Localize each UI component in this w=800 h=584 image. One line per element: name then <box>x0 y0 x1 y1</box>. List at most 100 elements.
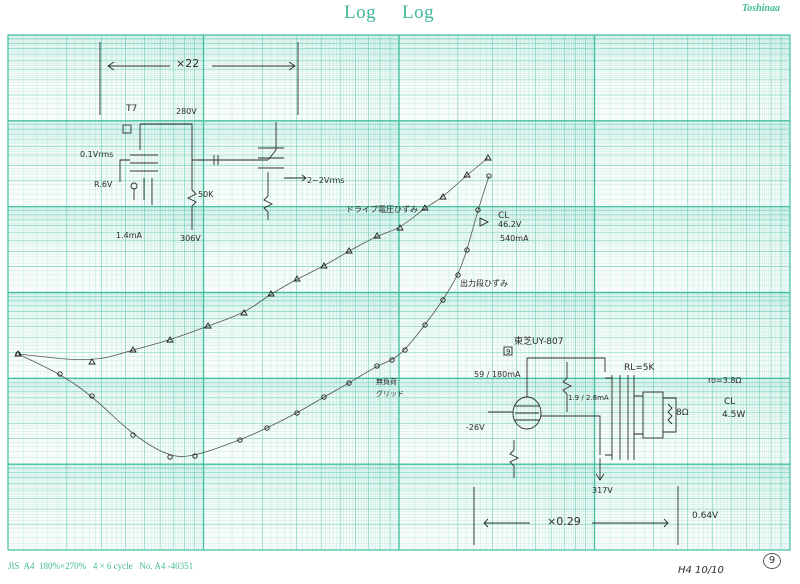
circle-marker <box>15 351 21 357</box>
paper-spec-footer: JIS A4 180%×270% 4 × 6 cycle No. A4 -403… <box>8 561 194 571</box>
triangle-marker <box>204 322 212 329</box>
gain-bottom-label: ×0.29 <box>547 515 581 528</box>
circle-marker <box>192 453 198 459</box>
circle-marker <box>440 297 446 303</box>
triangle-marker <box>421 204 429 211</box>
circle-marker <box>486 173 492 179</box>
plate-resistor-label: 50K <box>198 190 214 199</box>
b-plus-wiring <box>139 123 193 150</box>
grid-border <box>7 34 791 551</box>
triangle-marker <box>129 346 137 353</box>
output-tube-label: 東芝UY-807 <box>514 337 564 347</box>
cl-voltage-label: 46.2V <box>498 220 522 229</box>
plate-load-resistor <box>186 160 197 230</box>
circle-marker <box>422 322 428 328</box>
header-title-log-right: Log <box>402 2 435 23</box>
tube-box-icon <box>503 346 513 356</box>
speaker-load-label: 8Ω <box>676 408 689 418</box>
plate-values-label: 1.9 / 2.8mA <box>568 394 609 402</box>
transformer-primary-leads <box>605 377 612 456</box>
supply-voltage-label: 317V <box>592 486 613 495</box>
coupling-capacitor <box>213 155 219 165</box>
screen-values-label: 59 / 180mA <box>474 370 521 379</box>
triangle-marker <box>267 290 275 297</box>
cl-top-label: CL <box>498 211 510 221</box>
drive-distortion-curve <box>17 157 489 360</box>
circle-marker <box>264 425 270 431</box>
b-plus-top-label: 280V <box>176 107 197 116</box>
cathode-legs <box>143 178 153 205</box>
circle-marker <box>89 393 95 399</box>
second-tube-cathode-resistor <box>263 172 274 220</box>
circle-marker <box>294 410 300 416</box>
header-title-log-left: Log <box>344 2 377 23</box>
circle-marker <box>389 357 395 363</box>
gain-top-label: ×22 <box>176 57 200 70</box>
circle-marker <box>167 454 173 460</box>
speaker-box <box>642 391 664 439</box>
schematic-drawing <box>99 42 679 545</box>
tube-box-number: 9 <box>506 348 511 356</box>
circle-marker <box>475 207 481 213</box>
speaker-lead <box>663 397 677 433</box>
signature: H4 10/10 <box>678 565 724 576</box>
cl-current-label: 540mA <box>500 234 529 243</box>
circle-marker <box>455 272 461 278</box>
circle-marker <box>321 394 327 400</box>
triangle-marker <box>320 262 328 269</box>
bottom-voltage-label: 0.64V <box>692 511 719 521</box>
ro-value-label: ro=3.8Ω <box>708 376 742 385</box>
screen-resistor <box>562 362 573 412</box>
circle-marker <box>374 363 380 369</box>
output-transformer-core <box>611 375 635 460</box>
gain-arrowhead-left <box>107 61 115 71</box>
cathode-current-label: 1.4mA <box>116 231 142 240</box>
triangle-marker <box>240 309 248 316</box>
circle-marker <box>237 437 243 443</box>
triangle-marker <box>396 224 404 231</box>
cathode-output-lead <box>541 415 601 455</box>
input-tube-elements <box>130 154 158 172</box>
plate-voltage-label: 306V <box>180 234 201 243</box>
grid-bias-label: R.6V <box>94 180 113 189</box>
circle-marker <box>402 347 408 353</box>
gain-arrow-right <box>212 61 296 71</box>
triangle-marker <box>345 247 353 254</box>
cl-marker-icon <box>479 217 490 227</box>
distortion-curves <box>17 157 490 457</box>
output-arrow <box>284 174 307 182</box>
input-level-label: 0.1Vrms <box>80 150 114 159</box>
bias-label: -26V <box>466 423 485 432</box>
tube-t7-label: T7 <box>126 104 138 114</box>
log-grid <box>7 34 791 551</box>
triangle-marker <box>484 154 492 161</box>
transformer-ratio-label: RL=5K <box>624 363 655 373</box>
second-tube-plate <box>267 122 277 161</box>
bottom-arrow-left <box>483 518 530 528</box>
input-grid-lead <box>119 159 130 182</box>
plate-supply-wiring <box>527 357 606 372</box>
output-tube-grids <box>515 405 539 421</box>
triangle-marker <box>166 336 174 343</box>
triangle-marker <box>88 358 96 365</box>
brand-logo: Toshinaa <box>742 3 780 14</box>
circle-marker <box>346 380 352 386</box>
circle-marker <box>464 247 470 253</box>
output-power-label: 4.5W <box>722 410 746 420</box>
triangle-marker <box>373 232 381 239</box>
bottom-arrow-right <box>592 518 669 528</box>
triangle-marker <box>463 171 471 178</box>
grid-note: グリッド <box>376 390 404 398</box>
output-stage-distortion-label: 出力段ひずみ <box>460 279 508 288</box>
second-tube-elements <box>258 147 284 169</box>
circle-marker <box>130 432 136 438</box>
circle-marker <box>57 371 63 377</box>
grid-leak-resistor <box>509 440 520 478</box>
output-distortion-curve <box>17 175 490 457</box>
output-level-label: 2~2Vrms <box>307 176 345 185</box>
no-load-note: 無負荷 <box>376 378 397 386</box>
tube-t7-box <box>122 124 132 134</box>
drive-distortion-label: ドライブ電圧ひずみ <box>346 205 418 214</box>
